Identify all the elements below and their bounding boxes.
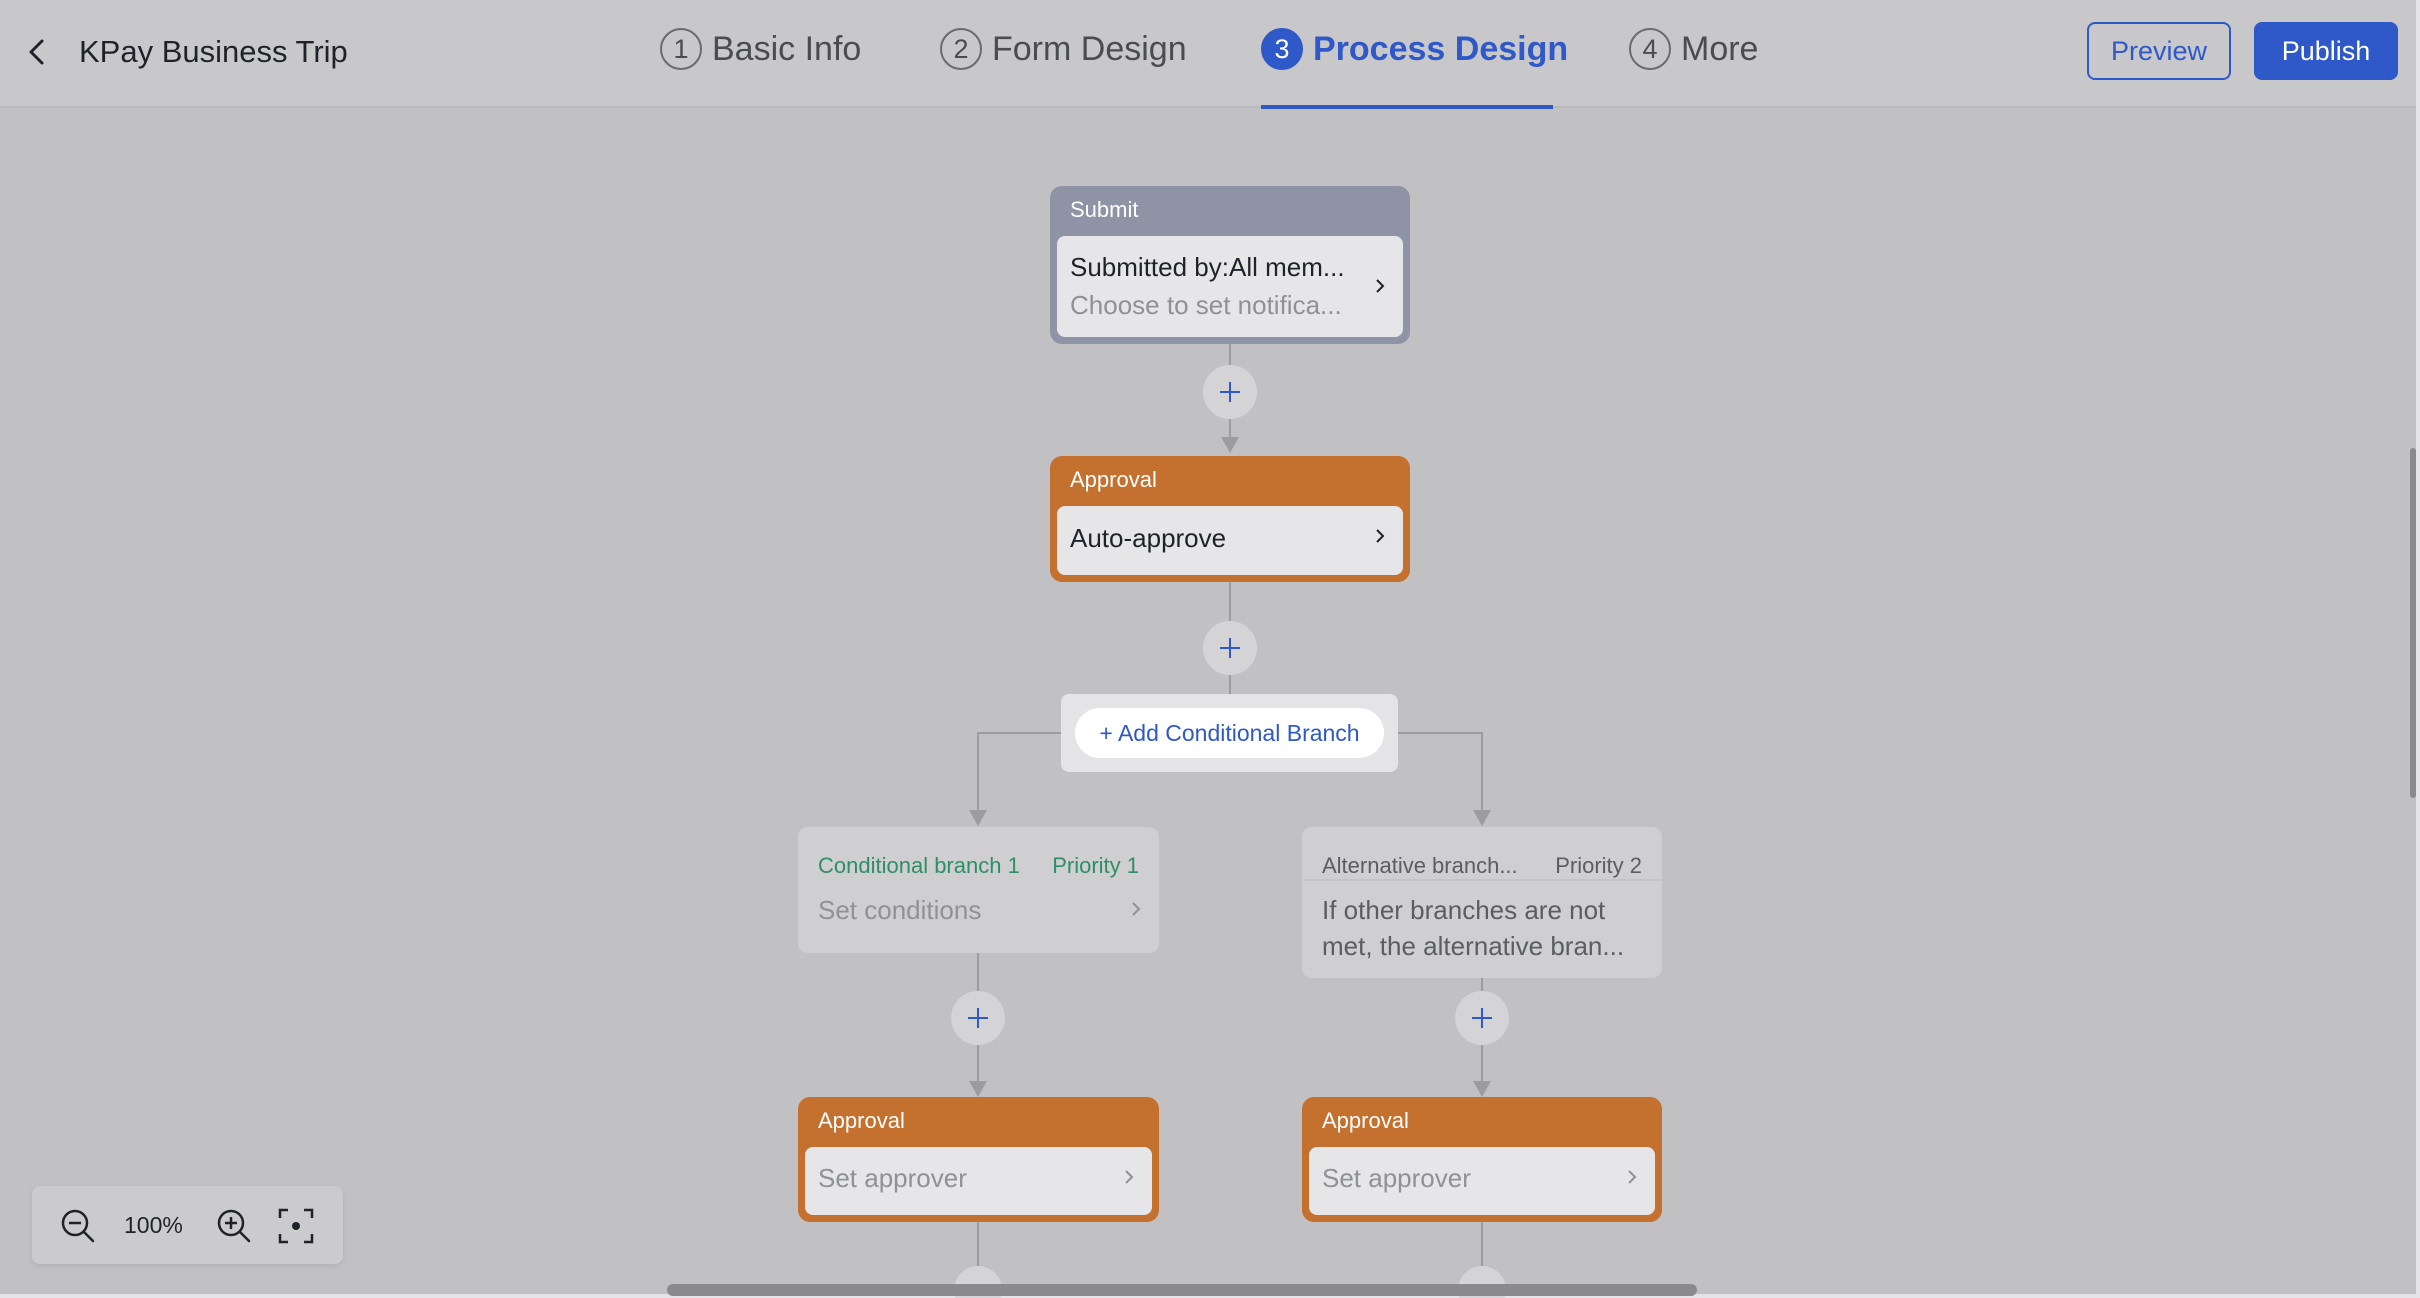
add-conditional-branch-button[interactable]: + Add Conditional Branch bbox=[1075, 708, 1384, 758]
app-title: KPay Business Trip bbox=[79, 34, 348, 69]
node-title: Approval bbox=[818, 1108, 905, 1133]
step-process-design[interactable]: 3 Process Design bbox=[1261, 27, 1568, 71]
notification-text: Choose to set notifica... bbox=[1070, 290, 1342, 320]
submit-node[interactable]: Submit Submitted by:All mem... Choose to… bbox=[1050, 186, 1410, 344]
chevron-right-icon bbox=[1132, 902, 1141, 916]
chevron-right-icon bbox=[1125, 1170, 1134, 1184]
fit-screen-icon[interactable] bbox=[276, 1206, 316, 1246]
alternative-branch[interactable]: Alternative branch... Priority 2 If othe… bbox=[1302, 827, 1662, 978]
branch-description-line2: met, the alternative bran... bbox=[1322, 931, 1625, 961]
horizontal-scrollbar[interactable] bbox=[667, 1284, 1697, 1296]
add-node-plus-icon[interactable] bbox=[1203, 621, 1257, 675]
step-number: 1 bbox=[660, 28, 702, 70]
step-label: Basic Info bbox=[712, 29, 862, 68]
branch-priority: Priority 1 bbox=[1052, 853, 1139, 878]
conditional-branch-1[interactable]: Conditional branch 1 Priority 1 Set cond… bbox=[798, 827, 1159, 953]
branch-name: Alternative branch... bbox=[1322, 853, 1518, 878]
top-header: KPay Business Trip 1 Basic Info 2 Form D… bbox=[0, 0, 2416, 109]
back-chevron-icon[interactable] bbox=[20, 34, 56, 70]
step-label: Process Design bbox=[1313, 29, 1569, 68]
preview-button[interactable]: Preview bbox=[2087, 22, 2231, 80]
active-step-indicator bbox=[1261, 105, 1553, 109]
branch-priority: Priority 2 bbox=[1555, 853, 1642, 878]
chevron-right-icon bbox=[1376, 279, 1385, 293]
step-number: 3 bbox=[1261, 28, 1303, 70]
branch-name: Conditional branch 1 bbox=[818, 853, 1020, 878]
approver-text: Set approver bbox=[1322, 1163, 1471, 1193]
step-number: 4 bbox=[1629, 28, 1671, 70]
chevron-right-icon bbox=[1628, 1170, 1637, 1184]
node-body: Auto-approve bbox=[1057, 506, 1403, 575]
add-node-plus-icon[interactable] bbox=[951, 991, 1005, 1045]
zoom-toolbar: 100% bbox=[32, 1186, 343, 1264]
approval-node[interactable]: Approval Auto-approve bbox=[1050, 456, 1410, 582]
step-basic-info[interactable]: 1 Basic Info bbox=[660, 27, 861, 71]
step-number: 2 bbox=[940, 28, 982, 70]
zoom-level: 100% bbox=[124, 1212, 183, 1238]
add-branch-container: + Add Conditional Branch bbox=[1061, 694, 1398, 772]
node-title: Approval bbox=[1322, 1108, 1409, 1133]
branch-1-approval-node[interactable]: Approval Set approver bbox=[798, 1097, 1159, 1222]
zoom-out-icon[interactable] bbox=[58, 1206, 98, 1246]
branch-2-approval-node[interactable]: Approval Set approver bbox=[1302, 1097, 1662, 1222]
node-body: Submitted by:All mem... Choose to set no… bbox=[1057, 236, 1403, 337]
chevron-right-icon bbox=[1376, 529, 1385, 543]
add-node-plus-icon[interactable] bbox=[1203, 365, 1257, 419]
step-more[interactable]: 4 More bbox=[1629, 27, 1758, 71]
add-node-plus-icon[interactable] bbox=[1455, 991, 1509, 1045]
branch-divider bbox=[1302, 879, 1662, 881]
step-label: More bbox=[1681, 29, 1759, 68]
zoom-in-icon[interactable] bbox=[214, 1206, 254, 1246]
publish-button[interactable]: Publish bbox=[2254, 22, 2398, 80]
node-title: Approval bbox=[1070, 467, 1157, 492]
branch-description-line1: If other branches are not bbox=[1322, 895, 1606, 925]
submitter-text: Submitted by:All mem... bbox=[1070, 252, 1345, 282]
node-title: Submit bbox=[1070, 197, 1139, 222]
approval-text: Auto-approve bbox=[1070, 523, 1227, 553]
approver-text: Set approver bbox=[818, 1163, 967, 1193]
node-body: Set approver bbox=[1309, 1147, 1655, 1215]
step-label: Form Design bbox=[992, 29, 1187, 68]
node-body: Set approver bbox=[805, 1147, 1152, 1215]
branch-conditions-text: Set conditions bbox=[818, 895, 982, 925]
step-form-design[interactable]: 2 Form Design bbox=[940, 27, 1187, 71]
vertical-scrollbar[interactable] bbox=[2410, 448, 2416, 798]
